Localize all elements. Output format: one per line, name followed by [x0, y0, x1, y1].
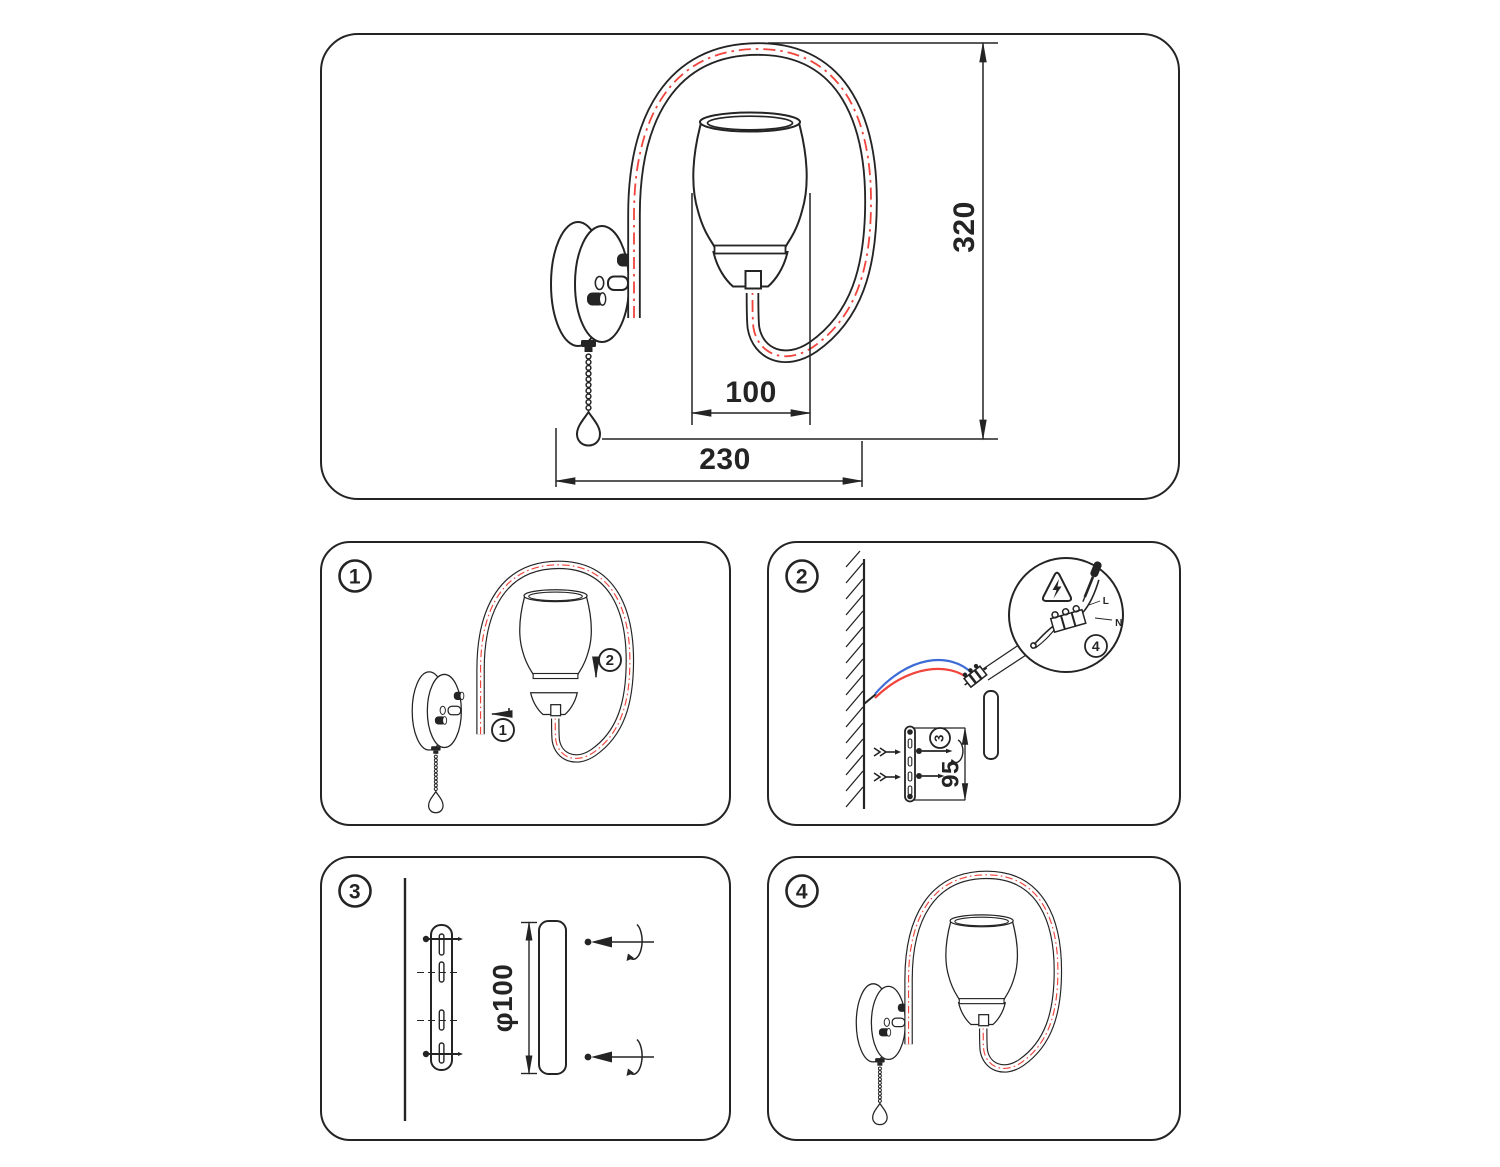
lamp-backplate-side — [983, 690, 999, 760]
dim-95-label: 95 — [938, 760, 965, 788]
dimension-total-width: 230 — [554, 428, 864, 487]
callout-2-number: 2 — [606, 652, 615, 669]
callout-attach-shade: 2 — [592, 648, 622, 679]
bracket-screw — [916, 773, 945, 779]
dimension-height: 320 — [602, 41, 998, 441]
wall-hatching — [845, 550, 864, 808]
supply-wires — [863, 658, 974, 705]
step-badge: 3 — [338, 874, 372, 908]
terminal-block-detail — [1030, 579, 1100, 649]
step-badge: 2 — [785, 559, 819, 593]
callout-wiring: 4 — [1084, 634, 1108, 658]
mounting-bracket-face — [417, 924, 463, 1071]
step-badge-number: 4 — [796, 881, 808, 904]
mounting-bracket — [904, 725, 916, 803]
decorative-screw — [584, 1038, 654, 1076]
wiring-detail-balloon: L N 4 — [1008, 557, 1124, 673]
screwdriver-icon — [1082, 561, 1102, 603]
rotate-arrow-icon — [953, 739, 964, 764]
panel-step-1: 1 1 2 — [320, 541, 731, 826]
terminal-label-live: L — [1103, 596, 1110, 607]
callout-bracket: 3 — [929, 727, 951, 749]
step-badge: 4 — [785, 874, 819, 908]
bracket-mounting-detail: 3 95 — [873, 725, 969, 803]
panel-overview: 100 230 320 — [320, 33, 1180, 500]
panel-step-3: 3 — [320, 856, 731, 1141]
neutral-wire-blue — [874, 658, 974, 695]
callout-3-number: 3 — [932, 734, 947, 742]
callout-1-number: 1 — [499, 722, 508, 739]
wall-plug-anchor-icon — [873, 772, 901, 782]
dim-100-label: 100 — [725, 376, 777, 409]
step-badge-number: 3 — [349, 881, 361, 904]
terminal-block — [962, 663, 988, 689]
step-badge-number: 1 — [349, 566, 361, 589]
dimension-backplate: φ100 — [487, 920, 537, 1076]
bracket-screw — [422, 1050, 463, 1058]
panel-step-4: 4 — [767, 856, 1181, 1141]
decorative-screw — [584, 923, 654, 961]
dim-phi100-label: φ100 — [487, 964, 518, 1033]
bracket-screw — [422, 935, 463, 943]
wire-eyelet — [1030, 642, 1037, 649]
callout-4-number: 4 — [1092, 638, 1100, 654]
dim-320-label: 320 — [948, 201, 981, 253]
live-wire-red — [874, 667, 971, 699]
bracket-screw — [916, 748, 953, 754]
terminal-label-neutral: N — [1115, 618, 1123, 629]
dimension-shade-diameter: 100 — [690, 193, 812, 425]
step-badge-number: 2 — [796, 566, 808, 589]
electric-warning-icon — [1041, 571, 1073, 602]
wall-plug-anchor-icon — [873, 747, 901, 757]
wall-section — [845, 550, 866, 809]
rotate-arrow-icon — [628, 1038, 643, 1075]
step-badge: 1 — [338, 559, 372, 593]
assembled-wall-lamp — [855, 875, 1058, 1126]
panel-step-2: 2 — [767, 541, 1181, 826]
dim-230-label: 230 — [699, 443, 751, 476]
callout-attach-arm: 1 — [490, 708, 515, 742]
rotate-arrow-icon — [628, 923, 643, 960]
lamp-backplate-side — [538, 920, 567, 1075]
